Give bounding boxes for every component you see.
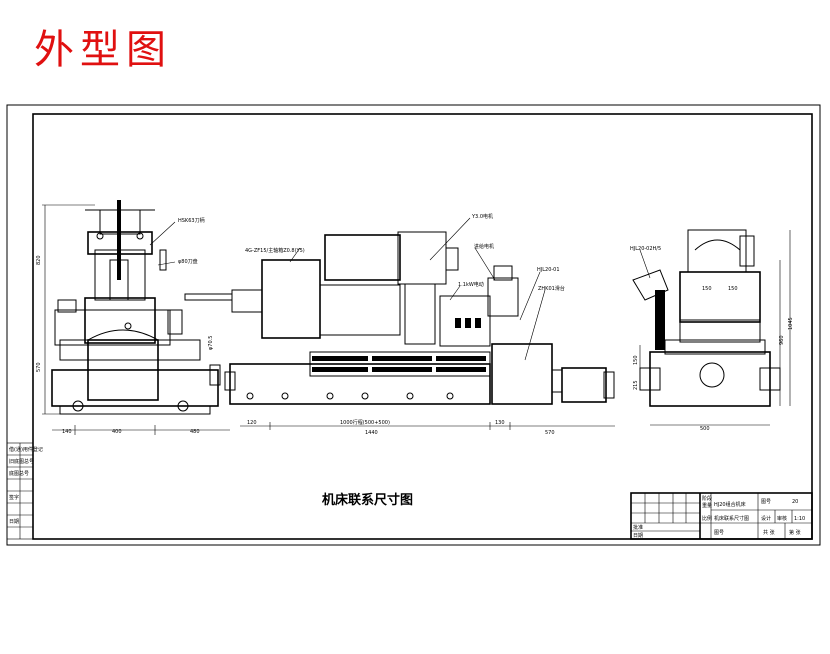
tb-approver: 批准 [633, 524, 643, 531]
dim-left-base-height: 570 [36, 362, 42, 372]
outer-frame [6, 104, 821, 546]
dim-center-total: 1440 [365, 430, 378, 436]
tb-code-label-2: 图号 [714, 530, 724, 536]
left-registration-strip: 借(通)用件登记 旧底图总号 底图总号 签字 日期 [6, 442, 43, 540]
callout-center-head: 4G-ZF15/主轴箱Z0.8(Y5) [245, 247, 305, 254]
callout-center-bracket: 1.1kW电动 [458, 281, 484, 288]
dim-right-tail: 570 [545, 430, 555, 436]
tb-col-label-a: 阶段 [702, 495, 712, 502]
right-side-view: 500 150 150 1045 960 150 215 HJL20-02H/5 [630, 229, 794, 432]
callout-left-top-a: HSK63刀柄 [178, 217, 205, 224]
drawing-caption: 机床联系尺寸图 [322, 492, 413, 508]
tb-date: 日期 [633, 533, 643, 539]
dim-right-view-height-a: 1045 [788, 317, 794, 330]
strip-row-4: 日期 [9, 519, 19, 525]
dim-right-view-height-d: 215 [633, 380, 639, 390]
strip-row-2: 底图总号 [9, 470, 29, 477]
callout-center-pump: 进给电机 [474, 243, 494, 250]
dim-center-left: 120 [247, 420, 257, 426]
strip-row-3: 签字 [9, 494, 19, 501]
dim-right-view-height-b: 960 [779, 335, 785, 345]
dim-left-base-mid: 400 [112, 429, 122, 435]
dim-right-view-a: 150 [702, 286, 712, 292]
callout-right-head: HJL20-02H/5 [630, 246, 661, 252]
tb-sheet-b: 第 张 [789, 529, 801, 536]
tb-code-label: 图号 [761, 499, 771, 505]
tb-col-label-b: 重量 [702, 502, 712, 509]
title-block: 阶段 重量 比例 HJ20组合机床 机床联系尺寸图 图号 20 设计 审核 1:… [630, 492, 813, 540]
dim-right-view-width: 500 [700, 426, 710, 432]
dim-right-view-b: 150 [728, 286, 738, 292]
callout-left-top-b: φ80刀盘 [178, 258, 198, 265]
callout-center-slide: ZHK01滑台 [538, 285, 565, 292]
strip-row-1: 旧底图总号 [9, 458, 34, 465]
tb-unit: 1:10 [794, 516, 805, 522]
dim-right-small: 130 [495, 420, 505, 426]
tb-checker: 审核 [777, 515, 787, 522]
tb-col-label-c: 比例 [702, 515, 712, 522]
dim-center-bed: 1000行程(500+500) [340, 419, 390, 426]
dim-right-view-height-c: 150 [633, 355, 639, 365]
inner-frame [32, 113, 813, 540]
callout-center-motor: Y3.0电机 [471, 213, 493, 220]
center-front-view: 120 1440 1000行程(500+500) 130 570 4G-ZF15… [184, 213, 615, 436]
tb-code-value: 20 [792, 499, 798, 505]
dim-left-height: 820 [36, 255, 42, 265]
callout-center-unit: HJL20-01 [537, 267, 560, 273]
dim-left-base-left: 140 [62, 429, 72, 435]
dim-left-spindle: φ70.5 [208, 336, 214, 350]
dim-left-gap: 480 [190, 429, 200, 435]
tb-name-b: 机床联系尺寸图 [714, 515, 749, 522]
strip-row-0: 借(通)用件登记 [9, 446, 43, 453]
left-side-view: 820 570 140 400 480 φ70.5 HSK63刀柄 φ80刀盘 [36, 200, 230, 435]
tb-sheet-a: 共 张 [763, 529, 775, 536]
drawing-heading: 外型图 [34, 27, 172, 73]
tb-designer: 设计 [761, 515, 771, 522]
tb-name-a: HJ20组合机床 [714, 501, 746, 508]
